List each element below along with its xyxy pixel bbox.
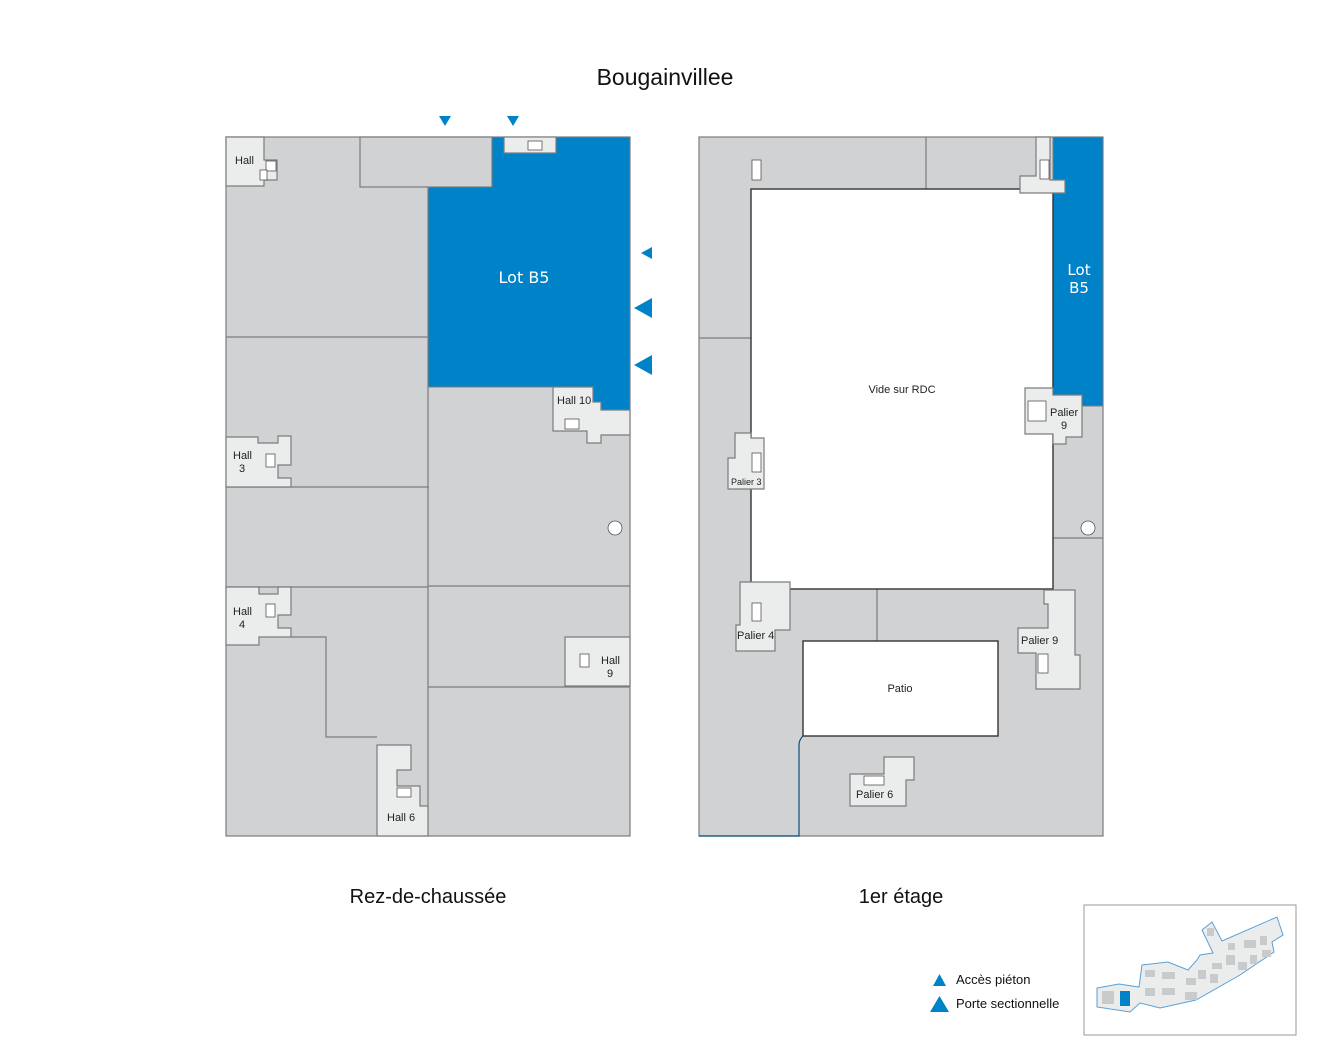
- hall-4: [225, 586, 292, 646]
- hall-9-number: 9: [607, 668, 613, 680]
- lot-b5-label-line2: B5: [1069, 279, 1089, 297]
- stair-icon: [396, 787, 412, 798]
- stair-icon: [1037, 653, 1049, 674]
- page-title: Bougainvillee: [597, 64, 734, 90]
- stair-icon: [1027, 400, 1047, 422]
- first-floor-plan: Lot B5 Vide sur RDC Patio Palier 9 Palie…: [698, 136, 1104, 908]
- walls: [226, 187, 630, 836]
- pedestrian-access-icon: [933, 974, 946, 986]
- site-outline: [1096, 916, 1284, 1013]
- hall-6-label: Hall 6: [387, 812, 415, 824]
- palier-6-label: Palier 6: [856, 789, 893, 801]
- legend-pedestrian: Accès piéton: [956, 972, 1030, 987]
- legend-sectional-door: Porte sectionnelle: [956, 996, 1059, 1011]
- lot-b5-label: Lot B5: [499, 268, 550, 287]
- stair-icon: [265, 603, 276, 618]
- spiral-stair-icon: [1080, 520, 1096, 536]
- hall-label: Hall: [235, 155, 254, 167]
- boundary-line: [699, 735, 804, 837]
- stair-icon: [751, 452, 762, 473]
- legend: Accès piéton Porte sectionnelle: [930, 972, 1059, 1012]
- void-label: Vide sur RDC: [868, 384, 935, 396]
- hall-4-number: 4: [239, 619, 245, 631]
- sectional-door-icon: [930, 996, 949, 1012]
- sectional-door-icon: [634, 355, 652, 375]
- stair-icon: [564, 418, 580, 430]
- ground-floor-caption: Rez-de-chaussée: [350, 886, 507, 908]
- hall-3-label: Hall: [233, 450, 252, 462]
- palier-3: [727, 432, 765, 490]
- palier-9-bottom: [1017, 589, 1081, 690]
- minimap-buildings: [1102, 928, 1271, 1004]
- lot-b5-label-line1: Lot: [1067, 261, 1090, 279]
- patio-label: Patio: [887, 683, 912, 695]
- patio: [802, 640, 999, 737]
- sectional-door-icon: [634, 298, 652, 318]
- palier-4-label: Palier 4: [737, 630, 774, 642]
- stair-icon: [259, 169, 268, 181]
- site-minimap: [1083, 904, 1297, 1036]
- stair-icon: [863, 775, 885, 786]
- hall-4-label: Hall: [233, 606, 252, 618]
- pedestrian-access-icon: [641, 247, 652, 259]
- palier-4: [735, 581, 791, 652]
- stair-icon: [751, 159, 762, 181]
- first-floor-caption: 1er étage: [859, 886, 944, 908]
- hall-3-number: 3: [239, 463, 245, 475]
- walls: [699, 137, 1103, 641]
- ground-floor-plan: Lot B5 Hall Hall 10 Hall 3 Hall 4 Hall 9…: [225, 116, 652, 908]
- palier-3-label: Palier 3: [731, 477, 762, 487]
- hall-10-label: Hall 10: [557, 395, 591, 407]
- lot-location-marker: [1120, 991, 1130, 1006]
- pedestrian-access-icon: [439, 116, 451, 126]
- stair-icon: [265, 160, 277, 172]
- stair-icon: [1039, 159, 1050, 180]
- stair-icon: [751, 602, 762, 622]
- palier-9-number: 9: [1061, 420, 1067, 432]
- stair-icon: [579, 653, 590, 668]
- hall-3: [225, 435, 292, 488]
- pedestrian-access-icon: [507, 116, 519, 126]
- hall-9-label: Hall: [601, 655, 620, 667]
- palier-9-label: Palier: [1050, 407, 1078, 419]
- hall-9: [564, 636, 631, 687]
- stair-icon: [527, 140, 543, 151]
- room: [359, 136, 493, 188]
- stair-icon: [265, 453, 276, 468]
- spiral-stair-icon: [607, 520, 623, 536]
- palier-9b-label: Palier 9: [1021, 635, 1058, 647]
